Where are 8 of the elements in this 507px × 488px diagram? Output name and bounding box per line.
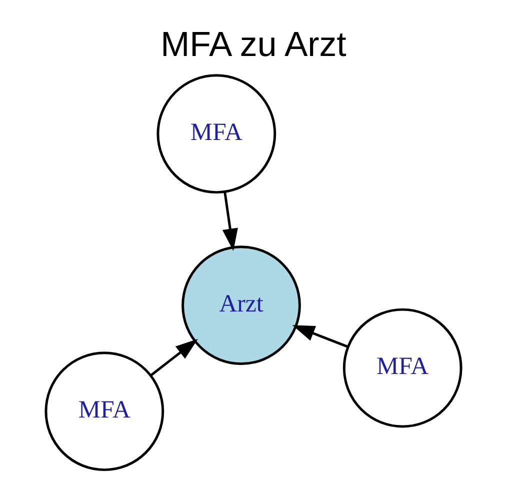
node-circle: MFA xyxy=(44,352,164,472)
node-circle: Arzt xyxy=(182,246,301,366)
node-circle: MFA xyxy=(156,74,276,194)
arrow xyxy=(222,192,238,252)
node-circle: MFA xyxy=(342,308,462,428)
arrow xyxy=(150,338,198,376)
arrow xyxy=(292,325,348,348)
diagram-title: MFA zu Arzt xyxy=(160,25,346,64)
